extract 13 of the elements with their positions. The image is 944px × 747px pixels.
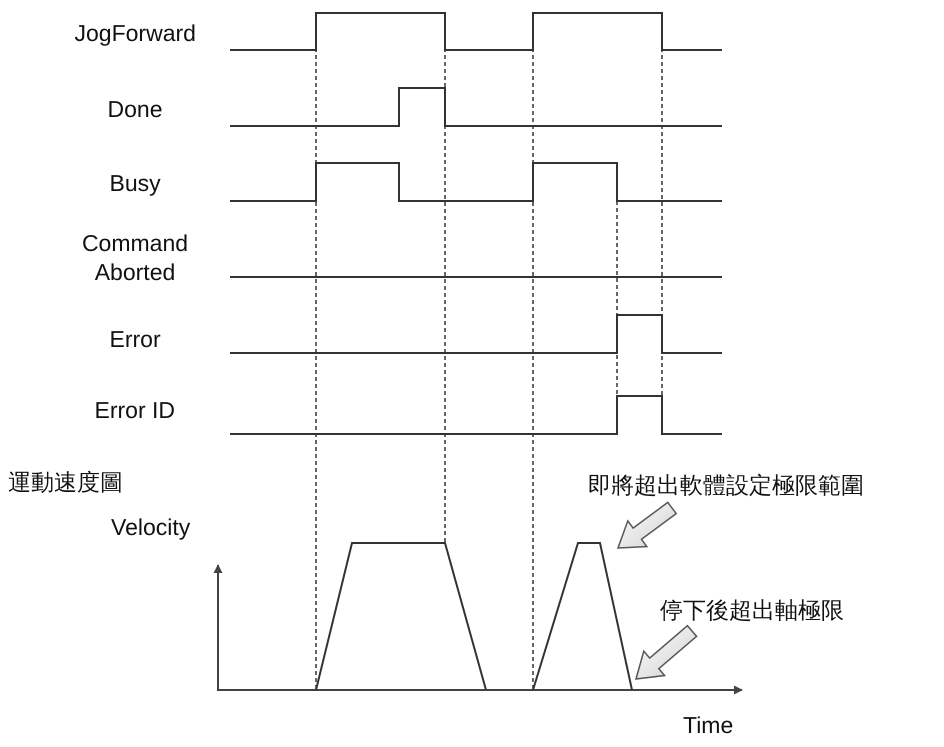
signal-label: Error: [110, 325, 161, 354]
axis-label: Time: [683, 711, 734, 740]
chart-title: 運動速度圖: [8, 468, 123, 497]
signal-label: Error ID: [94, 396, 175, 425]
block-arrow: [616, 501, 678, 549]
signal-label: Busy: [110, 169, 161, 198]
block-arrow: [634, 624, 698, 680]
signal-label: Done: [108, 95, 162, 124]
signal-label: JogForward: [74, 19, 196, 48]
signal-label: Command Aborted: [80, 229, 190, 287]
callout-text: 即將超出軟體設定極限範圍: [588, 471, 864, 500]
axis-label: Velocity: [111, 513, 190, 542]
callout-text: 停下後超出軸極限: [660, 596, 844, 625]
